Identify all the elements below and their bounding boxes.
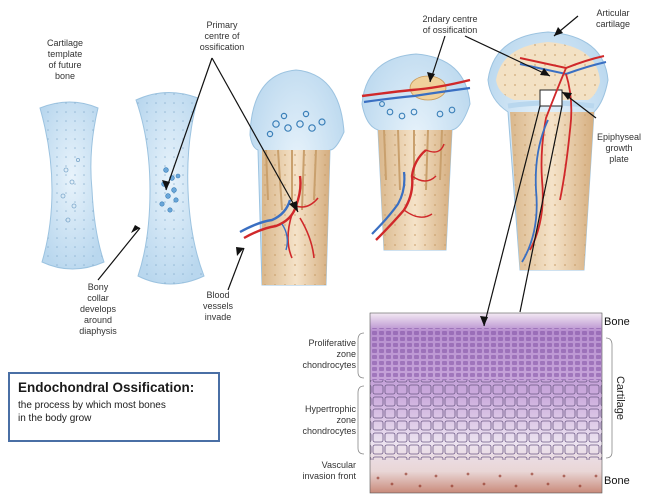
articular-cartilage-label: Articular cartilage — [580, 8, 646, 30]
bone-bottom-label: Bone — [604, 476, 644, 487]
vascular-invasion-front-label: Vascular invasion front — [272, 460, 356, 482]
secondary-centre-label: 2ndary centre of ossification — [405, 14, 495, 36]
diagram-title: Endochondral Ossification: — [18, 380, 210, 395]
hypertrophic-zone-label: Hypertrophic zone chondrocytes — [282, 404, 356, 437]
proliferative-zone-label: Proliferative zone chondrocytes — [286, 338, 356, 371]
stage3-vessels-invade — [240, 70, 344, 285]
histology-panel — [370, 313, 602, 493]
bone-top-label: Bone — [604, 317, 644, 328]
stage2-primary-centre — [136, 92, 204, 284]
diagram-subtitle: the process by which most bones in the b… — [18, 399, 210, 425]
title-box: Endochondral Ossification: the process b… — [8, 372, 220, 442]
cartilage-side-label: Cartilage — [614, 375, 626, 421]
stage1-cartilage-template — [40, 102, 104, 269]
stage4-secondary-centre — [362, 54, 470, 250]
primary-centre-label: Primary centre of ossification — [185, 20, 259, 53]
bony-collar-label: Bony collar develops around diaphysis — [68, 282, 128, 337]
blood-vessels-label: Blood vessels invade — [186, 290, 250, 323]
epiphyseal-growth-plate-label: Epiphyseal growth plate — [590, 132, 648, 165]
cartilage-template-label: Cartilage template of future bone — [30, 38, 100, 82]
